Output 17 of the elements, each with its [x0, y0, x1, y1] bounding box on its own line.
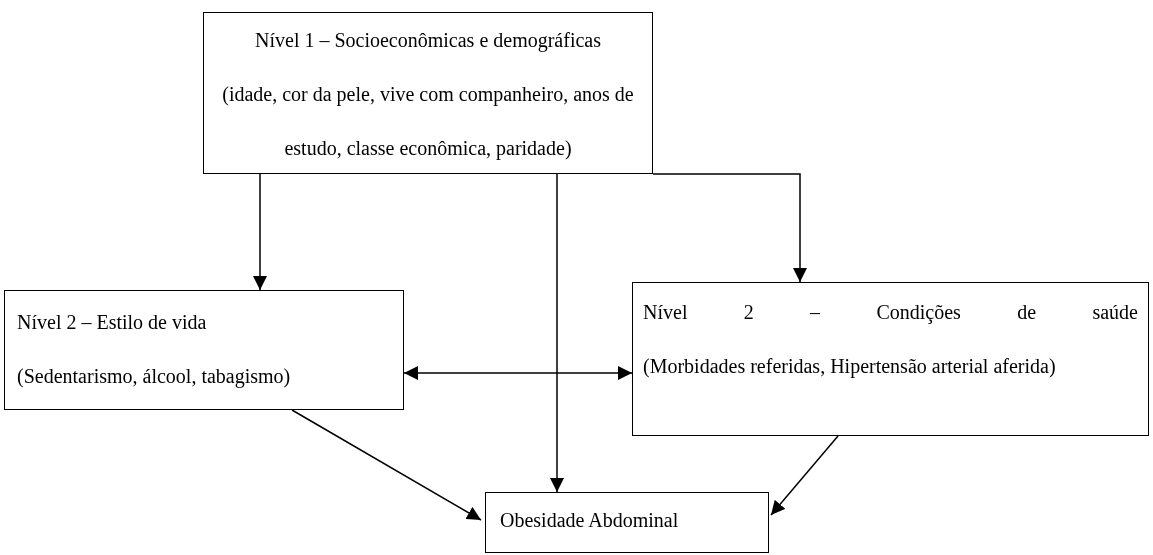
arrow	[403, 366, 633, 380]
box-heading: Nível 1 – Socioeconômicas e demográficas	[254, 28, 602, 54]
box-description: (idade, cor da pele, vive com companheiro, anos de estudo, classe econômica, paridade)	[221, 82, 635, 162]
arrow	[253, 173, 267, 291]
text-box	[485, 492, 769, 553]
text-box	[632, 282, 1149, 436]
box-description: (Morbidades referidas, Hipertensão arterial aferida)	[643, 354, 1057, 380]
box-heading: Obesidade Abdominal	[500, 508, 680, 533]
arrow	[550, 173, 564, 493]
text-box	[4, 290, 404, 410]
box-heading: Nível 2 – Estilo de vida	[17, 310, 208, 335]
box-heading: Nível 2 – Condições de saúde	[643, 300, 1138, 326]
arrow	[652, 173, 807, 283]
box-description: (Sedentarismo, álcool, tabagismo)	[17, 364, 292, 390]
arrow	[770, 435, 839, 516]
text-box	[203, 12, 653, 174]
arrow	[291, 409, 482, 521]
